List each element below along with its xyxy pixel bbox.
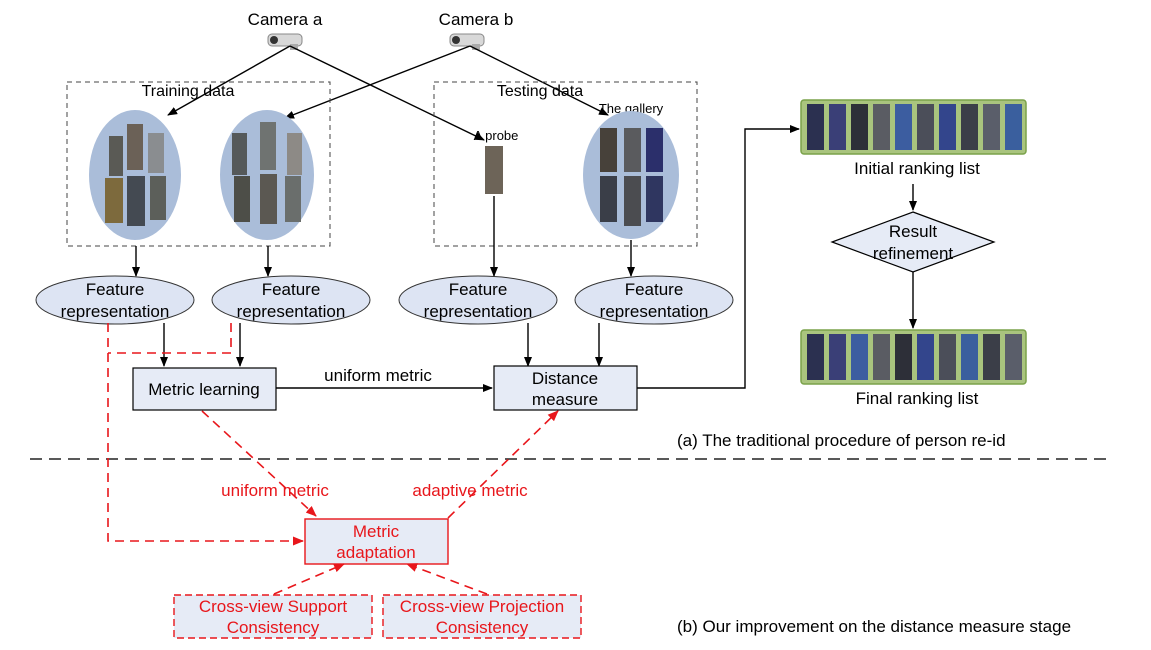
red-arrow-uniform-metric xyxy=(201,410,317,517)
feature-1-line-2: representation xyxy=(61,302,170,321)
feature-representation-2: Feature representation xyxy=(211,275,371,325)
red-arrow-adaptive-metric xyxy=(447,410,559,519)
caption-b: (b) Our improvement on the distance meas… xyxy=(677,617,1071,636)
support-line-2: Consistency xyxy=(227,618,320,637)
camera-b: Camera b xyxy=(439,10,514,50)
feature-4-line-2: representation xyxy=(600,302,709,321)
uniform-metric-label: uniform metric xyxy=(324,366,432,385)
arrow-cam-b-to-training-2 xyxy=(284,45,471,119)
arrow-distance-to-ranking xyxy=(637,125,800,389)
feature-3-line-1: Feature xyxy=(449,280,508,299)
training-data-label: Training data xyxy=(142,83,235,100)
result-refinement-diamond: Result refinement xyxy=(830,211,996,273)
camera-a-icon xyxy=(267,33,303,50)
red-arrow-feature-to-adaptation xyxy=(107,323,304,546)
metric-adaptation-box: Metric adaptation xyxy=(304,518,449,565)
gallery-cluster xyxy=(583,111,679,239)
red-arrow-support-to-adaptation xyxy=(273,563,345,595)
feature-representation-1: Feature representation xyxy=(35,275,195,325)
distance-measure-box: Distance measure xyxy=(493,365,638,411)
feature-1-line-1: Feature xyxy=(86,280,145,299)
distance-measure-line-1: Distance xyxy=(532,369,598,388)
arrow-cam-b-to-gallery xyxy=(469,45,609,116)
gallery-label: The gallery xyxy=(599,101,664,116)
projection-line-1: Cross-view Projection xyxy=(400,597,564,616)
metric-adaptation-line-1: Metric xyxy=(353,522,400,541)
metric-learning-box: Metric learning xyxy=(132,367,277,411)
distance-measure-line-2: measure xyxy=(532,390,598,409)
support-line-1: Cross-view Support xyxy=(199,597,348,616)
training-cluster-b xyxy=(220,110,314,240)
final-ranking-strip xyxy=(800,329,1027,385)
initial-ranking-strip xyxy=(800,99,1027,155)
probe-image xyxy=(485,146,503,194)
cross-view-projection-box: Cross-view Projection Consistency xyxy=(382,594,582,639)
cross-view-support-box: Cross-view Support Consistency xyxy=(173,594,373,639)
camera-b-icon xyxy=(449,33,485,50)
testing-data-label: Testing data xyxy=(497,83,583,100)
arrow-cam-a-to-probe xyxy=(289,45,485,141)
feature-2-line-2: representation xyxy=(237,302,346,321)
feature-representation-4: Feature representation xyxy=(574,275,734,325)
projection-line-2: Consistency xyxy=(436,618,529,637)
arrow-cam-a-to-training-1 xyxy=(167,45,291,116)
camera-a-label: Camera a xyxy=(248,10,323,29)
feature-4-line-1: Feature xyxy=(625,280,684,299)
training-cluster-a xyxy=(89,110,181,240)
result-refinement-line-1: Result xyxy=(889,222,937,241)
testing-data-box xyxy=(433,81,698,247)
red-arrow-projection-to-adaptation xyxy=(406,563,488,595)
red-link-feature2 xyxy=(108,323,232,354)
initial-ranking-label: Initial ranking list xyxy=(854,159,980,178)
training-data-box xyxy=(66,81,331,247)
camera-b-label: Camera b xyxy=(439,10,514,29)
feature-representation-3: Feature representation xyxy=(398,275,558,325)
result-refinement-line-2: refinement xyxy=(873,244,954,263)
metric-learning-label: Metric learning xyxy=(148,380,260,399)
metric-adaptation-line-2: adaptation xyxy=(336,543,415,562)
caption-a: (a) The traditional procedure of person … xyxy=(677,431,1006,450)
final-ranking-label: Final ranking list xyxy=(856,389,979,408)
camera-a: Camera a xyxy=(248,10,323,50)
feature-3-line-2: representation xyxy=(424,302,533,321)
red-uniform-metric-label: uniform metric xyxy=(221,481,329,500)
probe-label: A probe xyxy=(474,128,519,143)
feature-2-line-1: Feature xyxy=(262,280,321,299)
adaptive-metric-label: adaptive metric xyxy=(412,481,528,500)
